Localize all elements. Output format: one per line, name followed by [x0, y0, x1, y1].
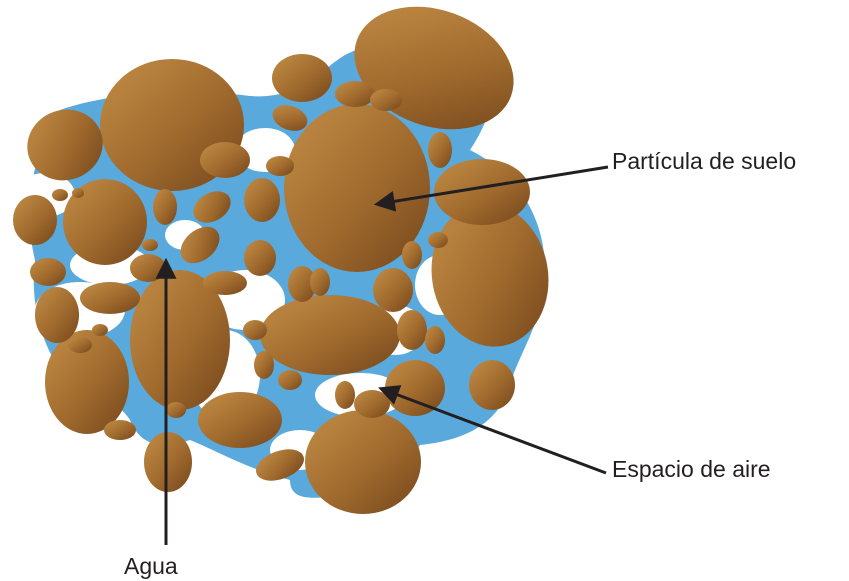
soil-particle — [13, 195, 57, 245]
soil-particle — [72, 188, 84, 198]
soil-particle — [68, 337, 92, 353]
soil-particle — [104, 420, 136, 440]
soil-particle — [260, 295, 400, 375]
soil-particle — [254, 351, 274, 379]
water-label: Agua — [124, 553, 178, 579]
soil-particle — [469, 360, 515, 410]
air-space-label: Espacio de aire — [612, 456, 771, 482]
soil-particle — [243, 320, 267, 340]
soil-particle-label: Partícula de suelo — [612, 148, 796, 174]
soil-particle — [153, 189, 177, 225]
soil-particle — [52, 189, 68, 201]
soil-particle — [130, 254, 166, 282]
soil-particle — [92, 324, 108, 336]
soil-particle — [425, 326, 445, 354]
soil-particle — [144, 432, 192, 492]
soil-particle — [80, 282, 140, 314]
soil-particle — [335, 381, 355, 409]
soil-particle — [200, 142, 250, 178]
soil-particle — [142, 239, 158, 251]
soil-particle — [272, 54, 332, 102]
soil-particle — [266, 156, 294, 176]
soil-particle — [428, 132, 452, 168]
soil-particle — [278, 370, 302, 390]
soil-particle — [385, 360, 445, 416]
soil-particle — [335, 81, 375, 107]
soil-particle — [305, 410, 421, 514]
soil-particle — [35, 287, 79, 343]
soil-particle — [370, 89, 402, 111]
soil-particle — [30, 258, 66, 286]
soil-particle — [402, 241, 422, 269]
soil-particle — [354, 390, 390, 418]
soil-particle — [166, 402, 186, 418]
soil-particle — [244, 178, 280, 222]
soil-particle — [244, 240, 276, 276]
soil-particle — [198, 392, 282, 448]
soil-particle — [310, 268, 330, 296]
soil-particle — [203, 271, 247, 295]
soil-particle — [397, 310, 427, 350]
soil-particle — [428, 232, 448, 248]
soil-particle — [373, 268, 413, 312]
